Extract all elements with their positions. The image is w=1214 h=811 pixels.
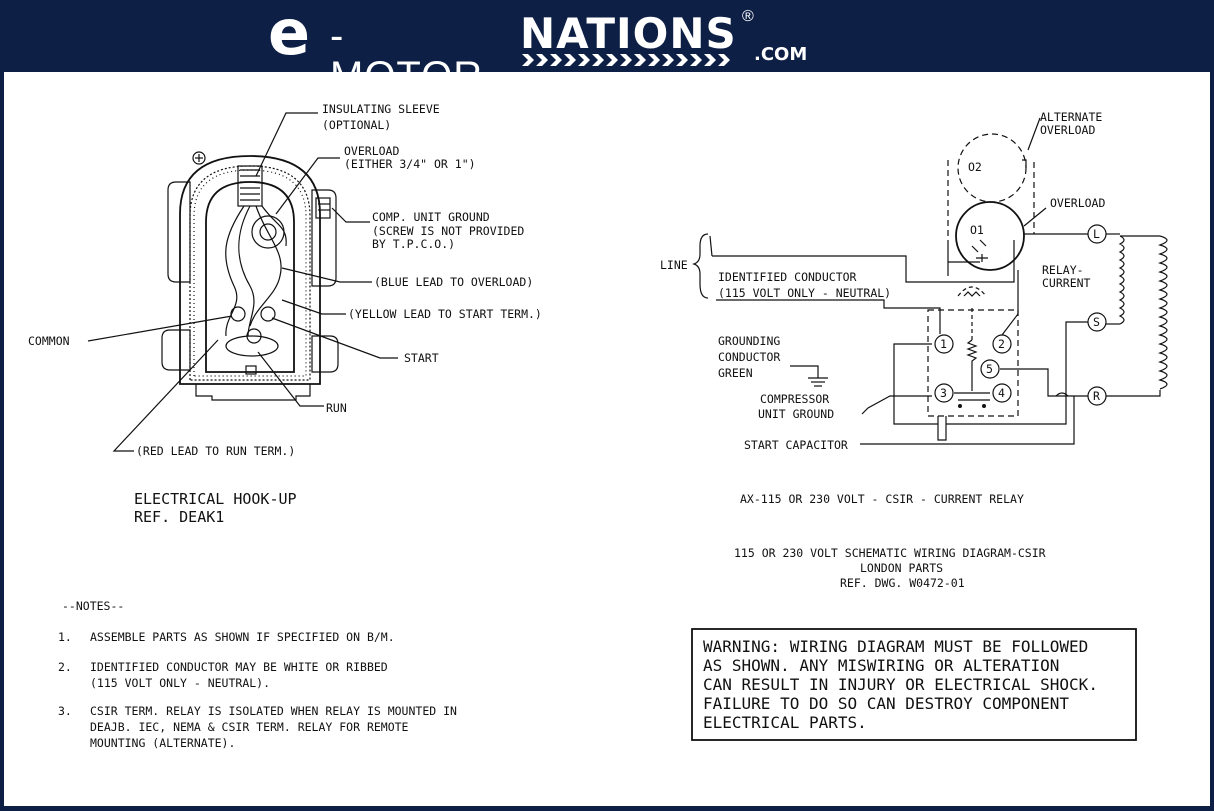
warning-line3: CAN RESULT IN INJURY OR ELECTRICAL SHOCK… — [703, 675, 1098, 694]
header-banner: e -MOTOR NATIONS ® .COM — [0, 0, 1214, 96]
logo-e-mark: e — [268, 0, 311, 69]
logo-chevron-stripe — [522, 54, 730, 66]
label-overload: OVERLOAD — [1050, 196, 1105, 210]
label-unit-ground: UNIT GROUND — [758, 407, 834, 421]
warning-line5: ELECTRICAL PARTS. — [703, 713, 867, 732]
note-3-line1: CSIR TERM. RELAY IS ISOLATED WHEN RELAY … — [90, 704, 457, 718]
label-red-lead: (RED LEAD TO RUN TERM.) — [136, 444, 295, 458]
note-3-number: 3. — [58, 704, 72, 718]
terminal-3: 3 — [940, 386, 947, 400]
label-blue-lead: (BLUE LEAD TO OVERLOAD) — [374, 275, 533, 289]
label-start-capacitor: START CAPACITOR — [744, 438, 848, 452]
label-conductor: CONDUCTOR — [718, 350, 780, 364]
label-identified-conductor: IDENTIFIED CONDUCTOR — [718, 270, 857, 284]
terminal-R: R — [1093, 389, 1100, 403]
hookup-labels: INSULATING SLEEVE (OPTIONAL) OVERLOAD (E… — [28, 102, 542, 526]
label-overload-size: (EITHER 3/4" OR 1") — [344, 157, 476, 171]
terminal-5: 5 — [986, 362, 993, 376]
label-115-volt-only: (115 VOLT ONLY - NEUTRAL) — [718, 286, 891, 300]
label-insulating-sleeve: INSULATING SLEEVE — [322, 102, 440, 116]
schematic-caption: AX-115 OR 230 VOLT - CSIR - CURRENT RELA… — [740, 492, 1024, 506]
note-2-line2: (115 VOLT ONLY - NEUTRAL). — [90, 676, 270, 690]
note-2-number: 2. — [58, 660, 72, 674]
notes-title: --NOTES-- — [62, 599, 124, 613]
label-grounding: GROUNDING — [718, 334, 780, 348]
warning-line4: FAILURE TO DO SO CAN DESTROY COMPONENT — [703, 694, 1069, 713]
terminal-4: 4 — [998, 386, 1005, 400]
label-o2: O2 — [968, 160, 982, 174]
hookup-caption-ref: REF. DEAK1 — [134, 508, 224, 526]
label-overload: OVERLOAD — [344, 144, 399, 158]
logo-nations-text: NATIONS — [520, 9, 737, 58]
label-current: CURRENT — [1042, 276, 1091, 290]
note-2-line1: IDENTIFIED CONDUCTOR MAY BE WHITE OR RIB… — [90, 660, 388, 674]
note-3-line3: MOUNTING (ALTERNATE). — [90, 736, 235, 750]
label-comp-unit-ground: COMP. UNIT GROUND — [372, 210, 490, 224]
label-green: GREEN — [718, 366, 753, 380]
logo-registered-mark: ® — [742, 8, 754, 25]
diagram-panel: INSULATING SLEEVE (OPTIONAL) OVERLOAD (E… — [4, 72, 1210, 806]
label-line: LINE — [660, 258, 688, 272]
label-screw-not-provided: (SCREW IS NOT PROVIDED — [372, 224, 524, 238]
label-start: START — [404, 351, 439, 365]
schematic-title-line2: LONDON PARTS — [860, 561, 943, 575]
schematic-title-line3: REF. DWG. W0472-01 — [840, 576, 965, 590]
schematic-title-line1: 115 OR 230 VOLT SCHEMATIC WIRING DIAGRAM… — [734, 546, 1046, 560]
hookup-leader-lines — [87, 112, 398, 452]
notes-section: --NOTES-- 1. ASSEMBLE PARTS AS SHOWN IF … — [58, 599, 457, 750]
warning-line2: AS SHOWN. ANY MISWIRING OR ALTERATION — [703, 656, 1059, 675]
label-common: COMMON — [28, 334, 70, 348]
schematic-labels: ALTERNATE OVERLOAD O2 OVERLOAD O1 RELAY-… — [660, 110, 1105, 590]
logo-com-text: .COM — [754, 44, 808, 65]
note-3-line2: DEAJB. IEC, NEMA & CSIR TERM. RELAY FOR … — [90, 720, 409, 734]
label-optional: (OPTIONAL) — [322, 118, 391, 132]
label-by-tpco: BY T.P.C.O.) — [372, 237, 455, 251]
terminal-S: S — [1093, 315, 1100, 329]
warning-box: WARNING: WIRING DIAGRAM MUST BE FOLLOWED… — [691, 628, 1137, 741]
terminal-2: 2 — [998, 337, 1005, 351]
label-relay: RELAY- — [1042, 263, 1084, 277]
label-compressor: COMPRESSOR — [760, 392, 829, 406]
wiring-diagram-drawing: INSULATING SLEEVE (OPTIONAL) OVERLOAD (E… — [28, 102, 1168, 750]
terminal-1: 1 — [940, 337, 947, 351]
label-alternate-overload: OVERLOAD — [1040, 123, 1095, 137]
terminal-L: L — [1093, 227, 1100, 241]
csir-schematic-drawing — [692, 117, 1168, 445]
label-yellow-lead: (YELLOW LEAD TO START TERM.) — [348, 307, 542, 321]
hookup-caption-title: ELECTRICAL HOOK-UP — [134, 490, 297, 508]
label-alternate: ALTERNATE — [1040, 110, 1102, 124]
note-1-line1: ASSEMBLE PARTS AS SHOWN IF SPECIFIED ON … — [90, 630, 395, 644]
label-run: RUN — [326, 401, 347, 415]
warning-line1: WARNING: WIRING DIAGRAM MUST BE FOLLOWED — [703, 637, 1088, 656]
compressor-hookup-drawing — [161, 151, 339, 401]
label-o1: O1 — [970, 223, 984, 237]
note-1-number: 1. — [58, 630, 72, 644]
